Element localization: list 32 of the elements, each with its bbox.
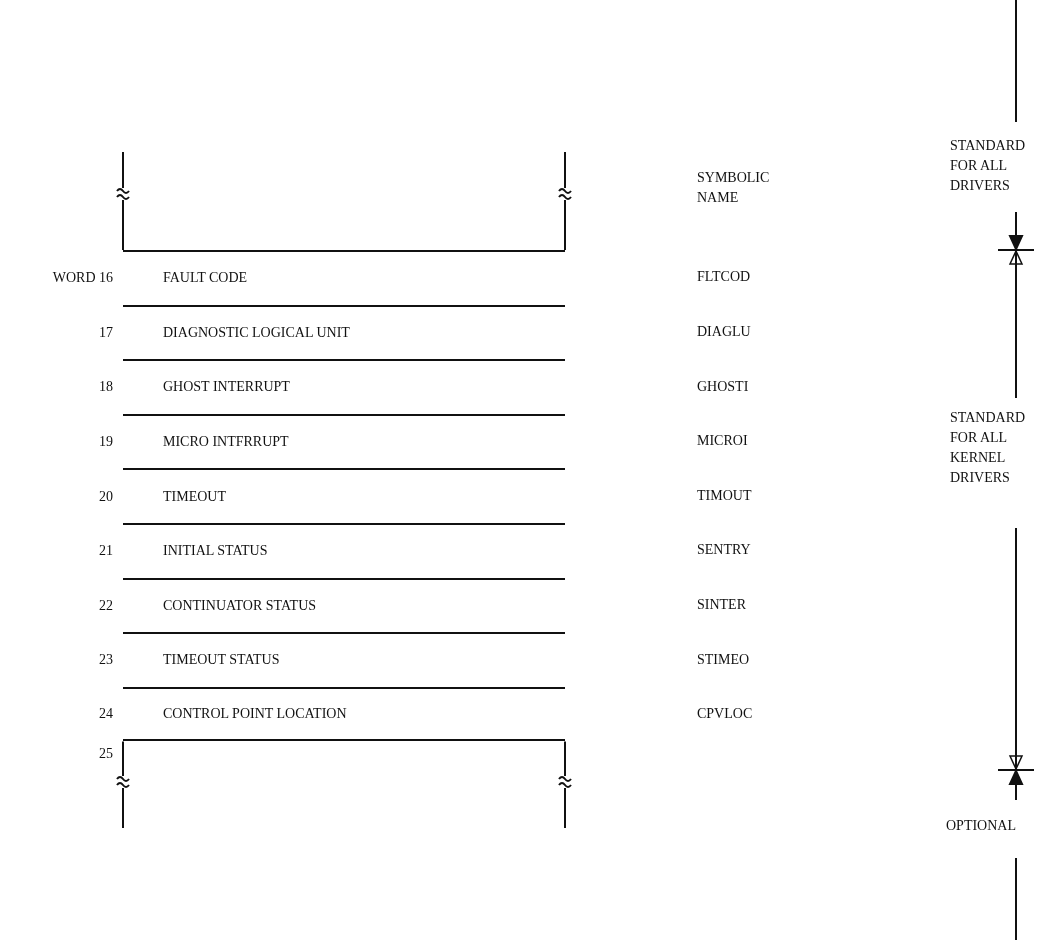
range-label: STANDARD FOR ALL DRIVERS xyxy=(950,137,1027,195)
word-number: 21 xyxy=(99,543,113,560)
field-name: DIAGNOSTIC LOGICAL UNIT xyxy=(163,324,350,341)
word-number: 24 xyxy=(99,706,113,723)
column-heading: SYMBOLIC NAME xyxy=(697,169,771,207)
word-number: 22 xyxy=(99,597,113,614)
word-number: 19 xyxy=(99,434,113,451)
symbolic-name: STIMEO xyxy=(697,650,751,669)
word-number: 25 xyxy=(98,745,113,763)
field-name: CONTROL POINT LOCATION xyxy=(163,706,347,723)
symbolic-name: SENTRY xyxy=(697,541,752,560)
word-number: 23 xyxy=(99,652,113,669)
word-number: 17 xyxy=(99,324,113,341)
field-name: INITIAL STATUS xyxy=(163,543,268,560)
symbolic-name: CPVLOC xyxy=(697,705,754,724)
field-name: FAULT CODE xyxy=(163,270,248,287)
symbolic-name: MICROI xyxy=(697,432,749,451)
range-label: STANDARD FOR ALL KERNEL DRIVERS xyxy=(950,409,1027,487)
word-number: 18 xyxy=(99,379,113,396)
word-number: 20 xyxy=(99,488,113,505)
range-label: OPTIONAL xyxy=(946,817,1017,835)
field-name: MICRO INTFRRUPT xyxy=(163,434,289,451)
symbolic-name: GHOSTI xyxy=(697,377,750,396)
field-name: CONTINUATOR STATUS xyxy=(163,597,317,614)
field-name: TIMEOUT STATUS xyxy=(163,652,280,669)
symbolic-name: SINTER xyxy=(697,595,747,614)
field-name: TIMEOUT xyxy=(163,488,226,505)
field-name: GHOST INTERRUPT xyxy=(163,379,290,396)
symbolic-name: TIMOUT xyxy=(697,486,753,505)
word-number: WORD 16 xyxy=(52,270,113,287)
symbolic-name: DIAGLU xyxy=(697,322,752,341)
symbolic-name: FLTCOD xyxy=(697,268,752,287)
